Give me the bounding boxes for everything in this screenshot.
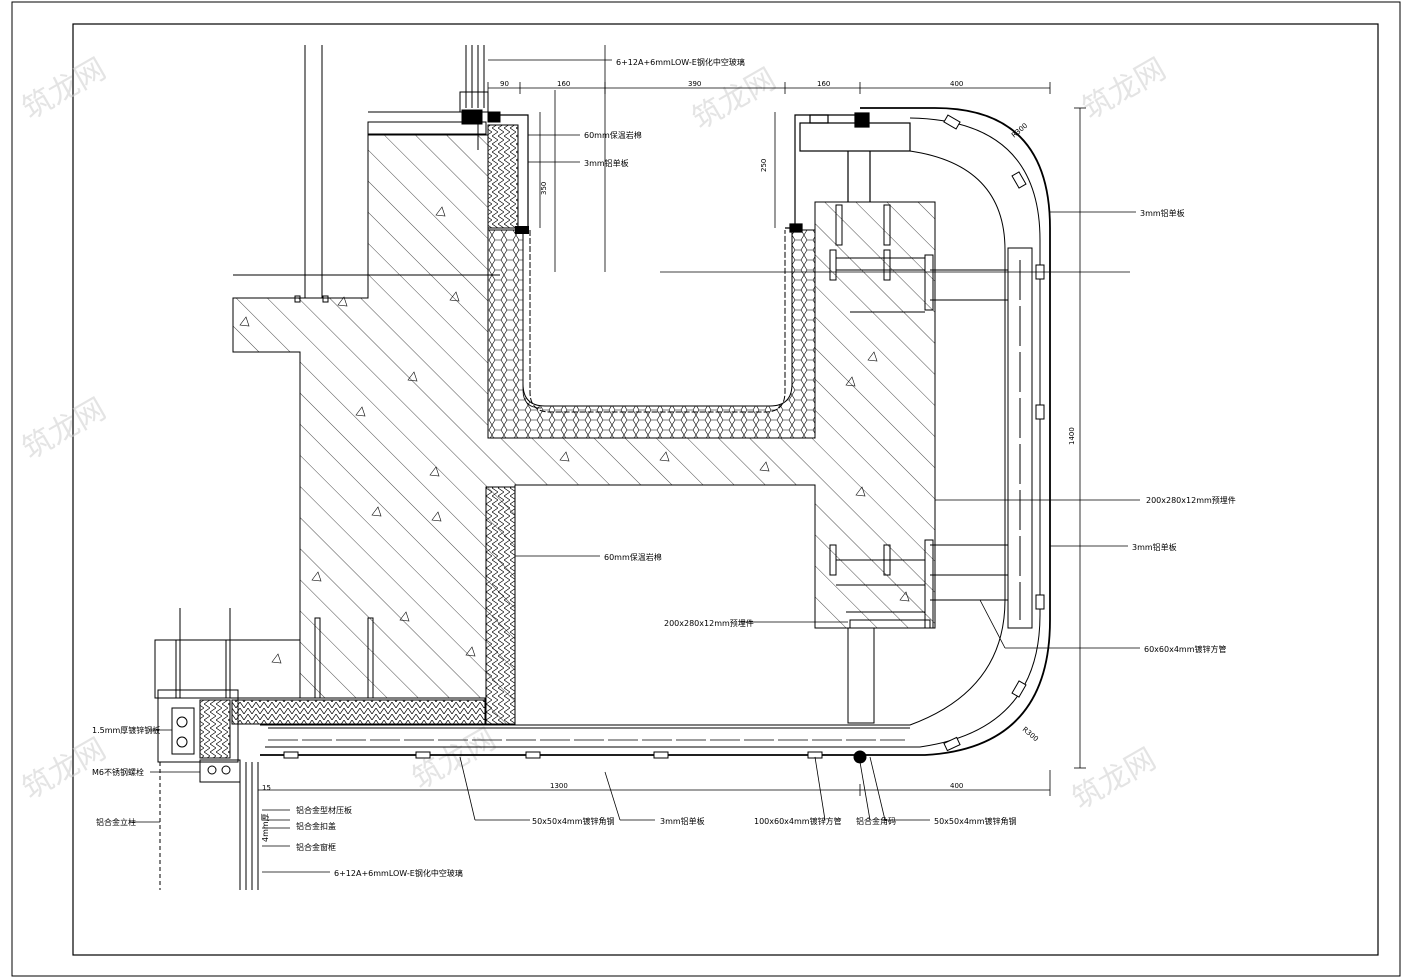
inner-frame [72, 23, 1379, 956]
dim-250: 250 [760, 159, 768, 172]
outer-rounded-panel [260, 107, 1051, 756]
label-tube-100: 100x60x4mm镀锌方管 [754, 816, 842, 826]
u-inner-panel [529, 230, 786, 413]
dim-1300: 1300 [550, 782, 568, 790]
dim-400-bottom: 400 [950, 782, 963, 790]
insul-wool-bottom [231, 699, 486, 725]
label-al-3mm-a: 3mm铝单板 [584, 158, 629, 168]
label-steel-1-5: 1.5mm厚镀锌钢板 [92, 725, 160, 735]
label-plate-200-mid: 200x280x12mm预埋件 [664, 618, 754, 628]
label-al-corner: 铝合金角码 [856, 816, 896, 826]
dim-r300-bottom: R300 [1021, 725, 1040, 743]
label-insul-60-mid: 60mm保温岩棉 [604, 552, 662, 562]
dim-400-top: 400 [950, 80, 963, 88]
dim-1400: 1400 [1068, 427, 1076, 445]
embedded-plate-right-mid [829, 544, 931, 724]
label-al-3mm-bottom: 3mm铝单板 [660, 816, 705, 826]
insul-wool-top-left [487, 124, 519, 229]
outer-frame [11, 1, 1401, 977]
dim-160-b: 160 [817, 80, 830, 88]
dim-90: 90 [500, 80, 509, 88]
embedded-plate-right-top [829, 204, 925, 313]
dim-160-a: 160 [557, 80, 570, 88]
label-al-profile-b: 铝合金扣盖 [296, 821, 336, 831]
u-inner-panel-2 [522, 230, 542, 409]
watermark-2: 筑龙网 [1077, 52, 1172, 127]
panel-clips-bottom [283, 750, 867, 764]
dim-15: 15 [262, 784, 271, 792]
concrete-aggregate [239, 206, 910, 664]
dim-350: 350 [540, 182, 548, 195]
dim-390: 390 [688, 80, 701, 88]
right-vertical-tube [1007, 247, 1033, 629]
label-angle-50-a: 50x50x4mm镀锌角钢 [532, 816, 615, 826]
bottom-left-curtain-wall [154, 639, 301, 890]
label-al-column: 铝合金立柱 [96, 817, 136, 827]
right-brackets [924, 254, 1008, 629]
label-tube-60-right: 60x60x4mm镀锌方管 [1144, 644, 1227, 654]
bottom-dimensions [257, 770, 1051, 796]
label-glass-top: 6+12A+6mmLOW-E钢化中空玻璃 [616, 57, 745, 67]
clip-top-left [515, 226, 529, 234]
u-insulation-honeycomb [487, 229, 816, 439]
watermark-4: 筑龙网 [407, 722, 502, 797]
top-dimensions [487, 45, 1130, 273]
inner-rounded-panel [265, 117, 1041, 748]
watermark-6: 筑龙网 [1067, 742, 1162, 817]
label-angle-50-b: 50x50x4mm镀锌角钢 [934, 816, 1017, 826]
watermark-3: 筑龙网 [17, 392, 112, 467]
label-al-3mm-right-top: 3mm铝单板 [1140, 208, 1185, 218]
top-right-bracket [785, 112, 911, 233]
label-al-profile-a: 铝合金型材压板 [296, 805, 352, 815]
label-glass-bottom: 6+12A+6mmLOW-E钢化中空玻璃 [334, 868, 463, 878]
leader-lines [130, 59, 1140, 873]
label-bolt-m6: M6不锈钢螺栓 [92, 767, 144, 777]
label-al-3mm-right-mid: 3mm铝单板 [1132, 542, 1177, 552]
label-insul-60-top: 60mm保温岩棉 [584, 130, 642, 140]
insul-wool-mid [485, 486, 516, 725]
label-plate-200-right: 200x280x12mm预埋件 [1146, 495, 1236, 505]
watermark-1: 筑龙网 [17, 52, 112, 127]
watermark-7: 筑龙网 [687, 62, 782, 137]
vertical-dimensions [539, 107, 1086, 769]
label-vert-small: 4mm厚 [261, 813, 270, 842]
label-al-frame: 铝合金窗框 [296, 842, 336, 852]
top-window-frame [459, 45, 501, 150]
